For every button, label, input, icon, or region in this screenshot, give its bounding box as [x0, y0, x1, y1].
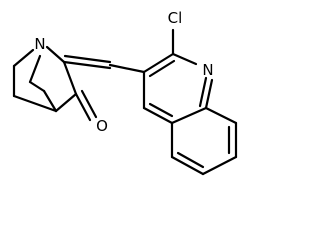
atom-labels: N O Cl N: [34, 9, 213, 135]
quinuclidinone-cage: [12, 45, 98, 122]
bond-c2-ch: [62, 60, 112, 70]
bond-c5-c6-double: [176, 151, 205, 169]
atom-label-oxygen: O: [96, 117, 108, 135]
bond-ch-c3q: [108, 63, 146, 74]
bond-cbottom-c4: [12, 94, 58, 113]
atom-label-n-quinoline: N: [202, 61, 213, 79]
bond-c3-o-double: [80, 89, 98, 119]
bond-c2-ch-double: [63, 54, 112, 64]
atom-label-chlorine: Cl: [168, 9, 183, 27]
bond-c3-o: [74, 92, 92, 122]
bond-c3-c4: [54, 92, 78, 113]
bond-c8-c8a: [204, 106, 238, 125]
exocyclic-alkene: [62, 54, 112, 70]
bond-c4q-c4a-double: [148, 102, 174, 118]
canvas-background: [0, 0, 250, 194]
bond-nq-c8a-double: [198, 76, 208, 108]
chemical-structure: N O Cl N: [0, 0, 250, 194]
bond-n-cmid: [28, 54, 42, 84]
bond-c5-c6: [170, 155, 205, 176]
bond-nq-c8a: [204, 78, 214, 110]
bond-c4q-c4a: [142, 106, 174, 125]
bond-c2q-nq: [171, 52, 198, 66]
bond-c2-c3: [62, 60, 78, 96]
bond-c3q-c2q: [142, 52, 175, 74]
atom-label-n-bridgehead: N: [34, 35, 45, 53]
bond-n-c2: [45, 45, 66, 64]
quinoline-ring: [108, 28, 238, 176]
bond-cmid2-c4: [42, 89, 58, 113]
bond-c6-c7: [201, 155, 238, 176]
bond-c4a-c8a: [170, 106, 208, 125]
bond-c3q-c2q-double: [148, 59, 176, 78]
bond-n-cleft: [12, 48, 35, 68]
bond-cmid-cmid2: [28, 80, 46, 93]
